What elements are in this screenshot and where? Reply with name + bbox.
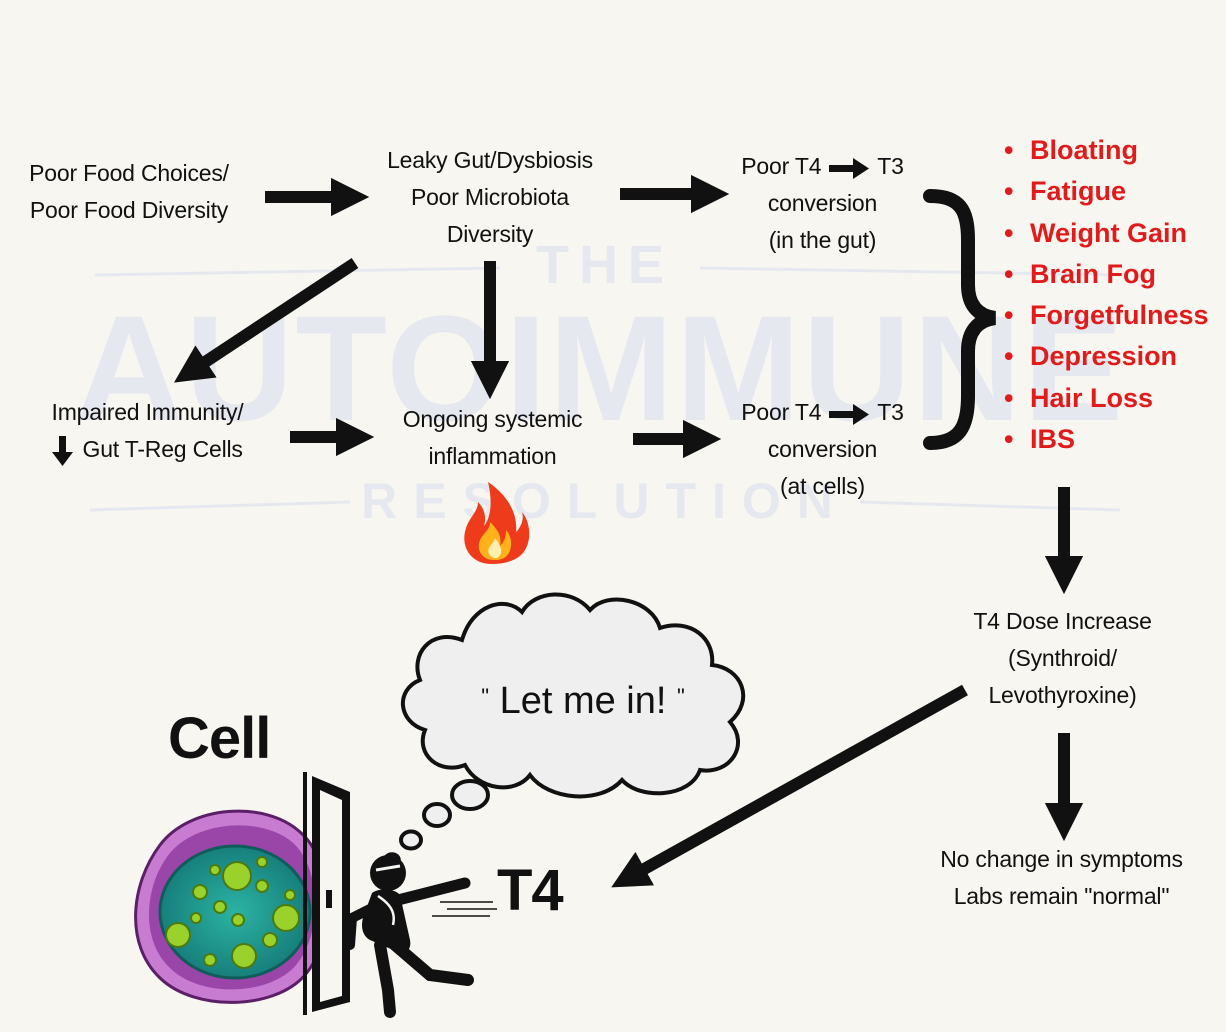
arrow-leaky-to-immunity	[173, 257, 359, 383]
thought-message: Let me in!	[499, 680, 667, 722]
person-pushing-icon	[345, 855, 497, 1018]
node-dose-line3: Levothyroxine)	[988, 682, 1137, 708]
arrow-dose-to-t4	[611, 684, 968, 888]
node-no-change: No change in symptoms Labs remain "norma…	[920, 841, 1203, 915]
node-immunity: Impaired Immunity/ Gut T-Reg Cells	[20, 394, 275, 468]
down-arrow-icon	[52, 435, 74, 466]
node-t4-gut: Poor T4 T3 conversion (in the gut)	[720, 148, 925, 259]
node-t4-gut-from: Poor T4	[741, 153, 822, 179]
node-inflammation-line1: Ongoing systemic	[402, 406, 583, 432]
symptom-item: Bloating	[1004, 130, 1209, 171]
node-t4-cells-to: T3	[877, 399, 904, 425]
node-t4-cells-line3: (at cells)	[780, 473, 865, 499]
symptom-item: Brain Fog	[1004, 254, 1209, 295]
thought-cloud-icon	[383, 592, 746, 868]
right-arrow-icon	[829, 157, 870, 179]
node-immunity-line1: Impaired Immunity/	[51, 399, 244, 425]
symptom-item: Depression	[1004, 336, 1209, 377]
node-inflammation-line2: inflammation	[428, 443, 557, 469]
symptom-item: Hair Loss	[1004, 378, 1209, 419]
symptoms-brace	[923, 189, 997, 450]
node-leaky-gut-line3: Diversity	[446, 221, 534, 247]
node-poor-food-line2: Poor Food Diversity	[29, 197, 229, 223]
cell-icon	[134, 809, 329, 1004]
node-t4-gut-line3: (in the gut)	[768, 227, 877, 253]
node-dose-increase: T4 Dose Increase (Synthroid/ Levothyroxi…	[940, 603, 1185, 714]
node-t4-gut-to: T3	[877, 153, 904, 179]
symptom-item: Fatigue	[1004, 171, 1209, 212]
node-t4-gut-line2: conversion	[767, 190, 878, 216]
node-t4-cells-line2: conversion	[767, 436, 878, 462]
node-no-change-line1: No change in symptoms	[940, 846, 1183, 872]
node-leaky-gut: Leaky Gut/Dysbiosis Poor Microbiota Dive…	[350, 142, 630, 253]
node-t4-cells-from: Poor T4	[741, 399, 822, 425]
node-leaky-gut-line1: Leaky Gut/Dysbiosis	[387, 147, 593, 173]
quote-close: "	[677, 684, 685, 709]
door-icon	[303, 772, 350, 1015]
fire-icon	[464, 482, 530, 564]
t4-label: T4	[497, 858, 564, 923]
symptom-item: Forgetfulness	[1004, 295, 1209, 336]
right-arrow-icon	[829, 403, 870, 425]
node-immunity-line2: Gut T-Reg Cells	[82, 436, 243, 462]
symptom-item: Weight Gain	[1004, 213, 1209, 254]
node-dose-line2: (Synthroid/	[1007, 645, 1117, 671]
node-leaky-gut-line2: Poor Microbiota	[410, 184, 570, 210]
node-inflammation: Ongoing systemic inflammation	[370, 401, 615, 475]
quote-open: "	[481, 684, 489, 709]
node-no-change-line2: Labs remain "normal"	[953, 883, 1170, 909]
node-poor-food: Poor Food Choices/ Poor Food Diversity	[0, 155, 258, 229]
symptom-item: IBS	[1004, 419, 1209, 460]
node-t4-cells: Poor T4 T3 conversion (at cells)	[720, 394, 925, 505]
node-dose-line1: T4 Dose Increase	[973, 608, 1152, 634]
thought-text: " Let me in! "	[438, 680, 728, 723]
node-poor-food-line1: Poor Food Choices/	[29, 160, 229, 186]
symptoms-list: Bloating Fatigue Weight Gain Brain Fog F…	[1004, 130, 1209, 460]
cell-title: Cell	[168, 706, 271, 771]
